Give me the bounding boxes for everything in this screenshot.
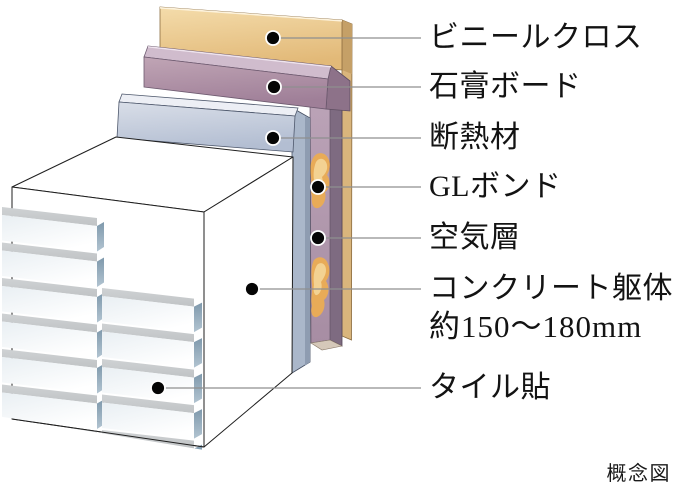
tile-face: [102, 331, 194, 368]
dot-vinyl-cloth: [265, 30, 281, 46]
tile-face: [2, 286, 97, 323]
tile-top-edge: [2, 313, 97, 333]
tile-side-edge: [97, 435, 104, 450]
tile-top-edge: [102, 359, 194, 378]
dot-concrete: [244, 281, 260, 297]
dot-insulation: [265, 130, 281, 146]
insulation-edge-board: [291, 109, 311, 374]
tile-face: [2, 392, 97, 430]
insulation-panel: [116, 93, 299, 153]
tile-top-edge: [102, 323, 194, 343]
label-concrete-body-thickness: 約150〜180mm: [429, 309, 643, 344]
leader-lines: [158, 37, 421, 389]
tile-top-edge: [2, 207, 97, 227]
tile-column-left: [2, 207, 104, 450]
tile-side-edge: [194, 302, 202, 333]
block-bottom-edge: [11, 418, 205, 448]
diagram-caption: 概念図: [606, 463, 671, 485]
dot-gypsum-board: [266, 79, 282, 95]
tile-column-right: [102, 288, 202, 450]
tile-side-edge: [194, 338, 202, 368]
label-vinyl-cloth: ビニールクロス: [429, 21, 643, 54]
tile-top-edge: [2, 242, 97, 262]
gypsum-board-edge-board: [329, 79, 343, 347]
tile-face: [2, 428, 97, 450]
tile-face: [102, 296, 194, 333]
tile-side-edge: [97, 222, 104, 252]
label-gl-bond: GLボンド: [429, 170, 562, 203]
marker-dots: [150, 30, 326, 396]
label-tile-finish: タイル貼: [429, 371, 551, 404]
tile-side-edge: [97, 257, 104, 288]
gypsum-board-panel: [143, 45, 351, 112]
tile-side-edge: [194, 409, 202, 439]
tile-face: [2, 250, 97, 288]
tile-top-edge: [102, 288, 194, 307]
tile-top-edge: [102, 394, 194, 414]
tile-top-edge: [2, 278, 97, 298]
tile-face: [2, 215, 97, 252]
tile-face: [102, 367, 194, 404]
label-concrete-body-name: コンクリート躯体: [429, 272, 673, 305]
tile-face: [2, 357, 97, 394]
tile-top-edge: [2, 384, 97, 404]
tile-face: [2, 321, 97, 359]
tile-top-edge: [2, 349, 97, 369]
label-insulation: 断熱材: [429, 121, 521, 154]
label-gypsum-board: 石膏ボード: [429, 70, 582, 103]
label-air-layer: 空気層: [429, 221, 521, 254]
dot-tile: [150, 380, 166, 396]
label-concrete-body: コンクリート躯体 約150〜180mm: [429, 270, 673, 346]
tile-side-edge: [194, 444, 202, 450]
dot-gl-bond: [310, 179, 326, 195]
dot-air-layer: [310, 230, 326, 246]
vinyl-cloth-edge-board: [341, 19, 353, 341]
tile-face: [102, 402, 194, 439]
gypsum-board-bottom-face: [310, 339, 343, 351]
